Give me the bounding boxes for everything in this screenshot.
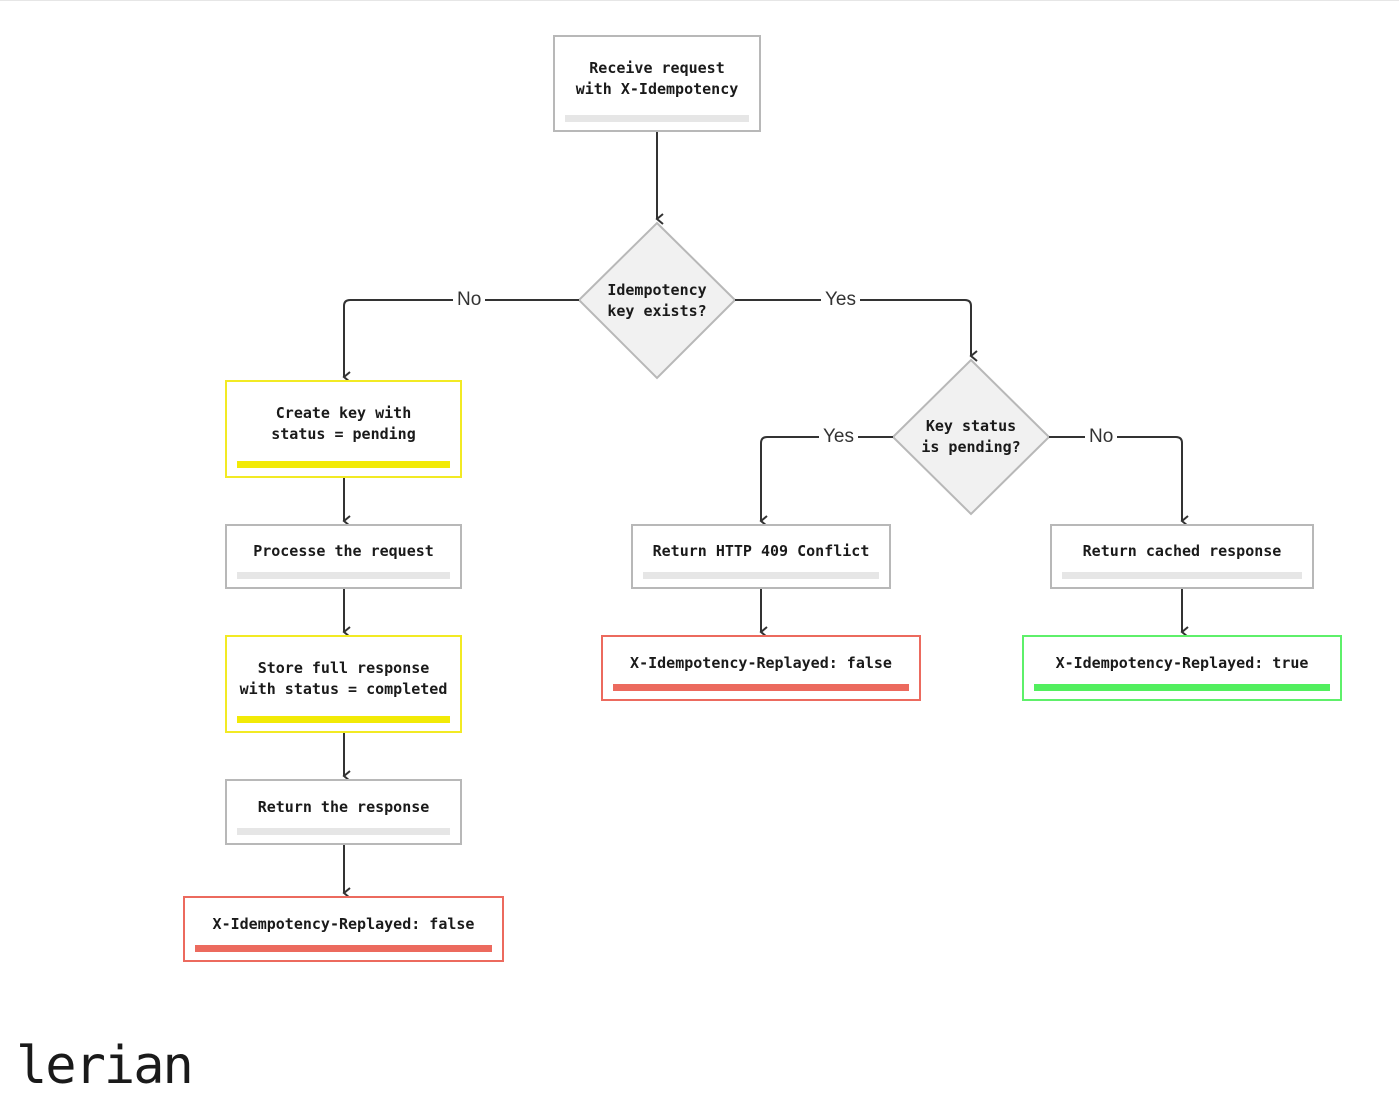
edge-label-exists-no: No: [453, 289, 486, 311]
decision-pending-shape: [891, 358, 1051, 516]
brand-logo: lerian: [16, 1036, 194, 1096]
node-status-bar: [1062, 572, 1302, 579]
node-process-request: Processe the request: [225, 524, 462, 589]
edge-pending-yes: [759, 436, 893, 527]
node-replayed-false-mid: X-Idempotency-Replayed: false: [601, 635, 921, 701]
edge-exists-yes: [735, 299, 978, 362]
node-return-cached: Return cached response: [1050, 524, 1314, 589]
node-status-bar: [613, 684, 909, 691]
decision-exists-shape: [577, 221, 737, 380]
edge-label-pending-no: No: [1085, 426, 1118, 448]
node-store-response: Store full response with status = comple…: [225, 635, 462, 733]
node-return-response-label: Return the response: [257, 797, 430, 816]
node-status-bar: [643, 572, 879, 579]
node-status-bar: [237, 716, 450, 723]
node-status-bar: [1034, 684, 1330, 691]
edge-label-exists-yes: Yes: [821, 289, 860, 311]
node-replayed-false-left-label: X-Idempotency-Replayed: false: [212, 914, 475, 933]
node-status-bar: [195, 945, 492, 952]
node-create-key-label: Create key with status = pending: [271, 404, 416, 443]
edge-label-pending-yes: Yes: [819, 426, 858, 448]
edge-exists-no: [342, 299, 579, 383]
node-replayed-false-left: X-Idempotency-Replayed: false: [183, 896, 504, 962]
node-status-bar: [237, 461, 450, 468]
node-replayed-true: X-Idempotency-Replayed: true: [1022, 635, 1342, 701]
decision-key-pending-label: Key status is pending?: [921, 417, 1021, 456]
node-receive-request: Receive request with X-Idempotency: [553, 35, 761, 132]
node-return-409: Return HTTP 409 Conflict: [631, 524, 891, 589]
node-receive-request-label: Receive request with X-Idempotency: [575, 58, 739, 98]
top-divider: [0, 0, 1399, 1]
decision-key-pending: Key status is pending?: [893, 360, 1049, 514]
node-status-bar: [237, 572, 450, 579]
node-status-bar: [565, 115, 749, 122]
node-create-key: Create key with status = pending: [225, 380, 462, 478]
node-return-cached-label: Return cached response: [1082, 542, 1282, 560]
node-return-409-label: Return HTTP 409 Conflict: [652, 542, 870, 560]
decision-key-exists: Idempotency key exists?: [579, 223, 735, 378]
node-process-request-label: Processe the request: [253, 542, 434, 560]
node-status-bar: [237, 828, 450, 835]
node-replayed-true-label: X-Idempotency-Replayed: true: [1055, 653, 1309, 672]
edge-pending-no: [1049, 436, 1189, 527]
node-replayed-false-mid-label: X-Idempotency-Replayed: false: [630, 653, 892, 672]
node-return-response: Return the response: [225, 779, 462, 845]
decision-key-exists-label: Idempotency key exists?: [607, 280, 707, 320]
node-store-response-label: Store full response with status = comple…: [239, 659, 448, 698]
